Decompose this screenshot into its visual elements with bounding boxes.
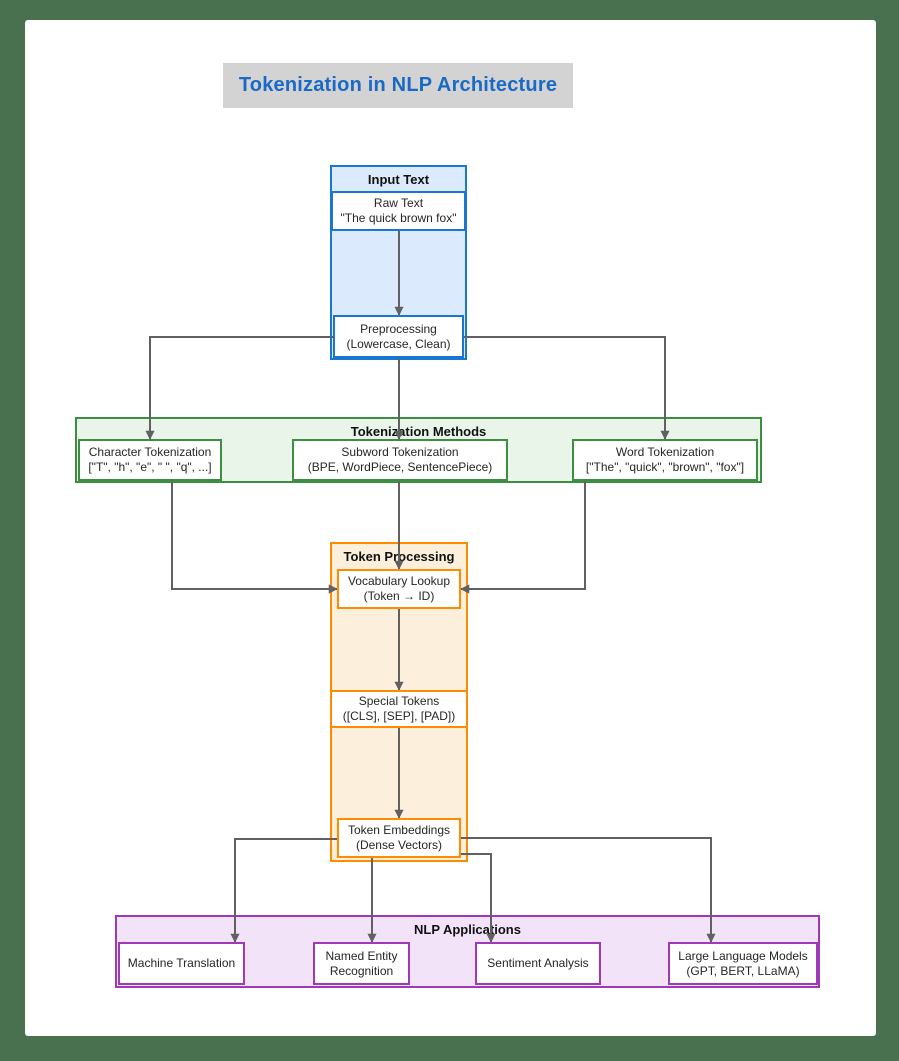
node-special-tokens-line2: ([CLS], [SEP], [PAD])	[342, 709, 456, 723]
node-token-embeddings-line1: Token Embeddings	[347, 823, 451, 837]
connector-character-vocabulary	[171, 481, 338, 594]
node-word-tokenization-line1: Word Tokenization	[615, 445, 715, 459]
page: Tokenization in NLP Architecture Input T…	[25, 20, 876, 1036]
node-character-tokenization-line1: Character Tokenization	[88, 445, 212, 459]
node-vocabulary-lookup: Vocabulary Lookup (Token → ID)	[337, 569, 461, 609]
node-character-tokenization: Character Tokenization ["T", "h", "e", "…	[78, 439, 222, 481]
node-preprocessing-line1: Preprocessing	[360, 321, 437, 336]
node-named-entity-recognition-line2: Recognition	[329, 963, 394, 978]
node-token-embeddings: Token Embeddings (Dense Vectors)	[337, 818, 461, 858]
node-character-tokenization-line2: ["T", "h", "e", " ", "q", ...]	[88, 460, 212, 474]
node-large-language-models: Large Language Models (GPT, BERT, LLaMA)	[668, 942, 818, 985]
node-machine-translation-line1: Machine Translation	[127, 956, 236, 970]
node-named-entity-recognition: Named Entity Recognition	[313, 942, 410, 985]
node-large-language-models-line1: Large Language Models	[678, 948, 808, 963]
node-raw-text-line1: Raw Text	[373, 196, 424, 210]
node-word-tokenization: Word Tokenization ["The", "quick", "brow…	[572, 439, 758, 481]
node-raw-text-line2: "The quick brown fox"	[340, 211, 457, 225]
node-named-entity-recognition-line1: Named Entity	[325, 948, 398, 963]
diagram-title: Tokenization in NLP Architecture	[223, 63, 573, 108]
node-vocabulary-lookup-line2: (Token → ID)	[363, 589, 435, 603]
group-tokenization-methods-label: Tokenization Methods	[350, 424, 487, 439]
node-vocabulary-lookup-line1: Vocabulary Lookup	[347, 574, 451, 588]
node-special-tokens-line1: Special Tokens	[358, 694, 440, 708]
node-raw-text: Raw Text "The quick brown fox"	[331, 191, 466, 231]
node-special-tokens: Special Tokens ([CLS], [SEP], [PAD])	[330, 690, 468, 728]
node-subword-tokenization: Subword Tokenization (BPE, WordPiece, Se…	[292, 439, 508, 481]
node-subword-tokenization-line1: Subword Tokenization	[341, 445, 459, 459]
node-sentiment-analysis: Sentiment Analysis	[475, 942, 601, 985]
node-machine-translation: Machine Translation	[118, 942, 245, 985]
node-word-tokenization-line2: ["The", "quick", "brown", "fox"]	[585, 460, 745, 474]
group-input-text-label: Input Text	[367, 172, 430, 187]
connector-word-vocabulary	[460, 481, 586, 594]
node-preprocessing-line2: (Lowercase, Clean)	[346, 336, 451, 351]
node-sentiment-analysis-line1: Sentiment Analysis	[487, 956, 589, 970]
node-large-language-models-line2: (GPT, BERT, LLaMA)	[686, 963, 800, 978]
node-preprocessing: Preprocessing (Lowercase, Clean)	[333, 315, 464, 358]
node-subword-tokenization-line2: (BPE, WordPiece, SentencePiece)	[307, 460, 493, 474]
node-token-embeddings-line2: (Dense Vectors)	[355, 838, 443, 852]
group-token-processing-label: Token Processing	[343, 549, 455, 564]
group-nlp-applications-label: NLP Applications	[414, 922, 521, 937]
